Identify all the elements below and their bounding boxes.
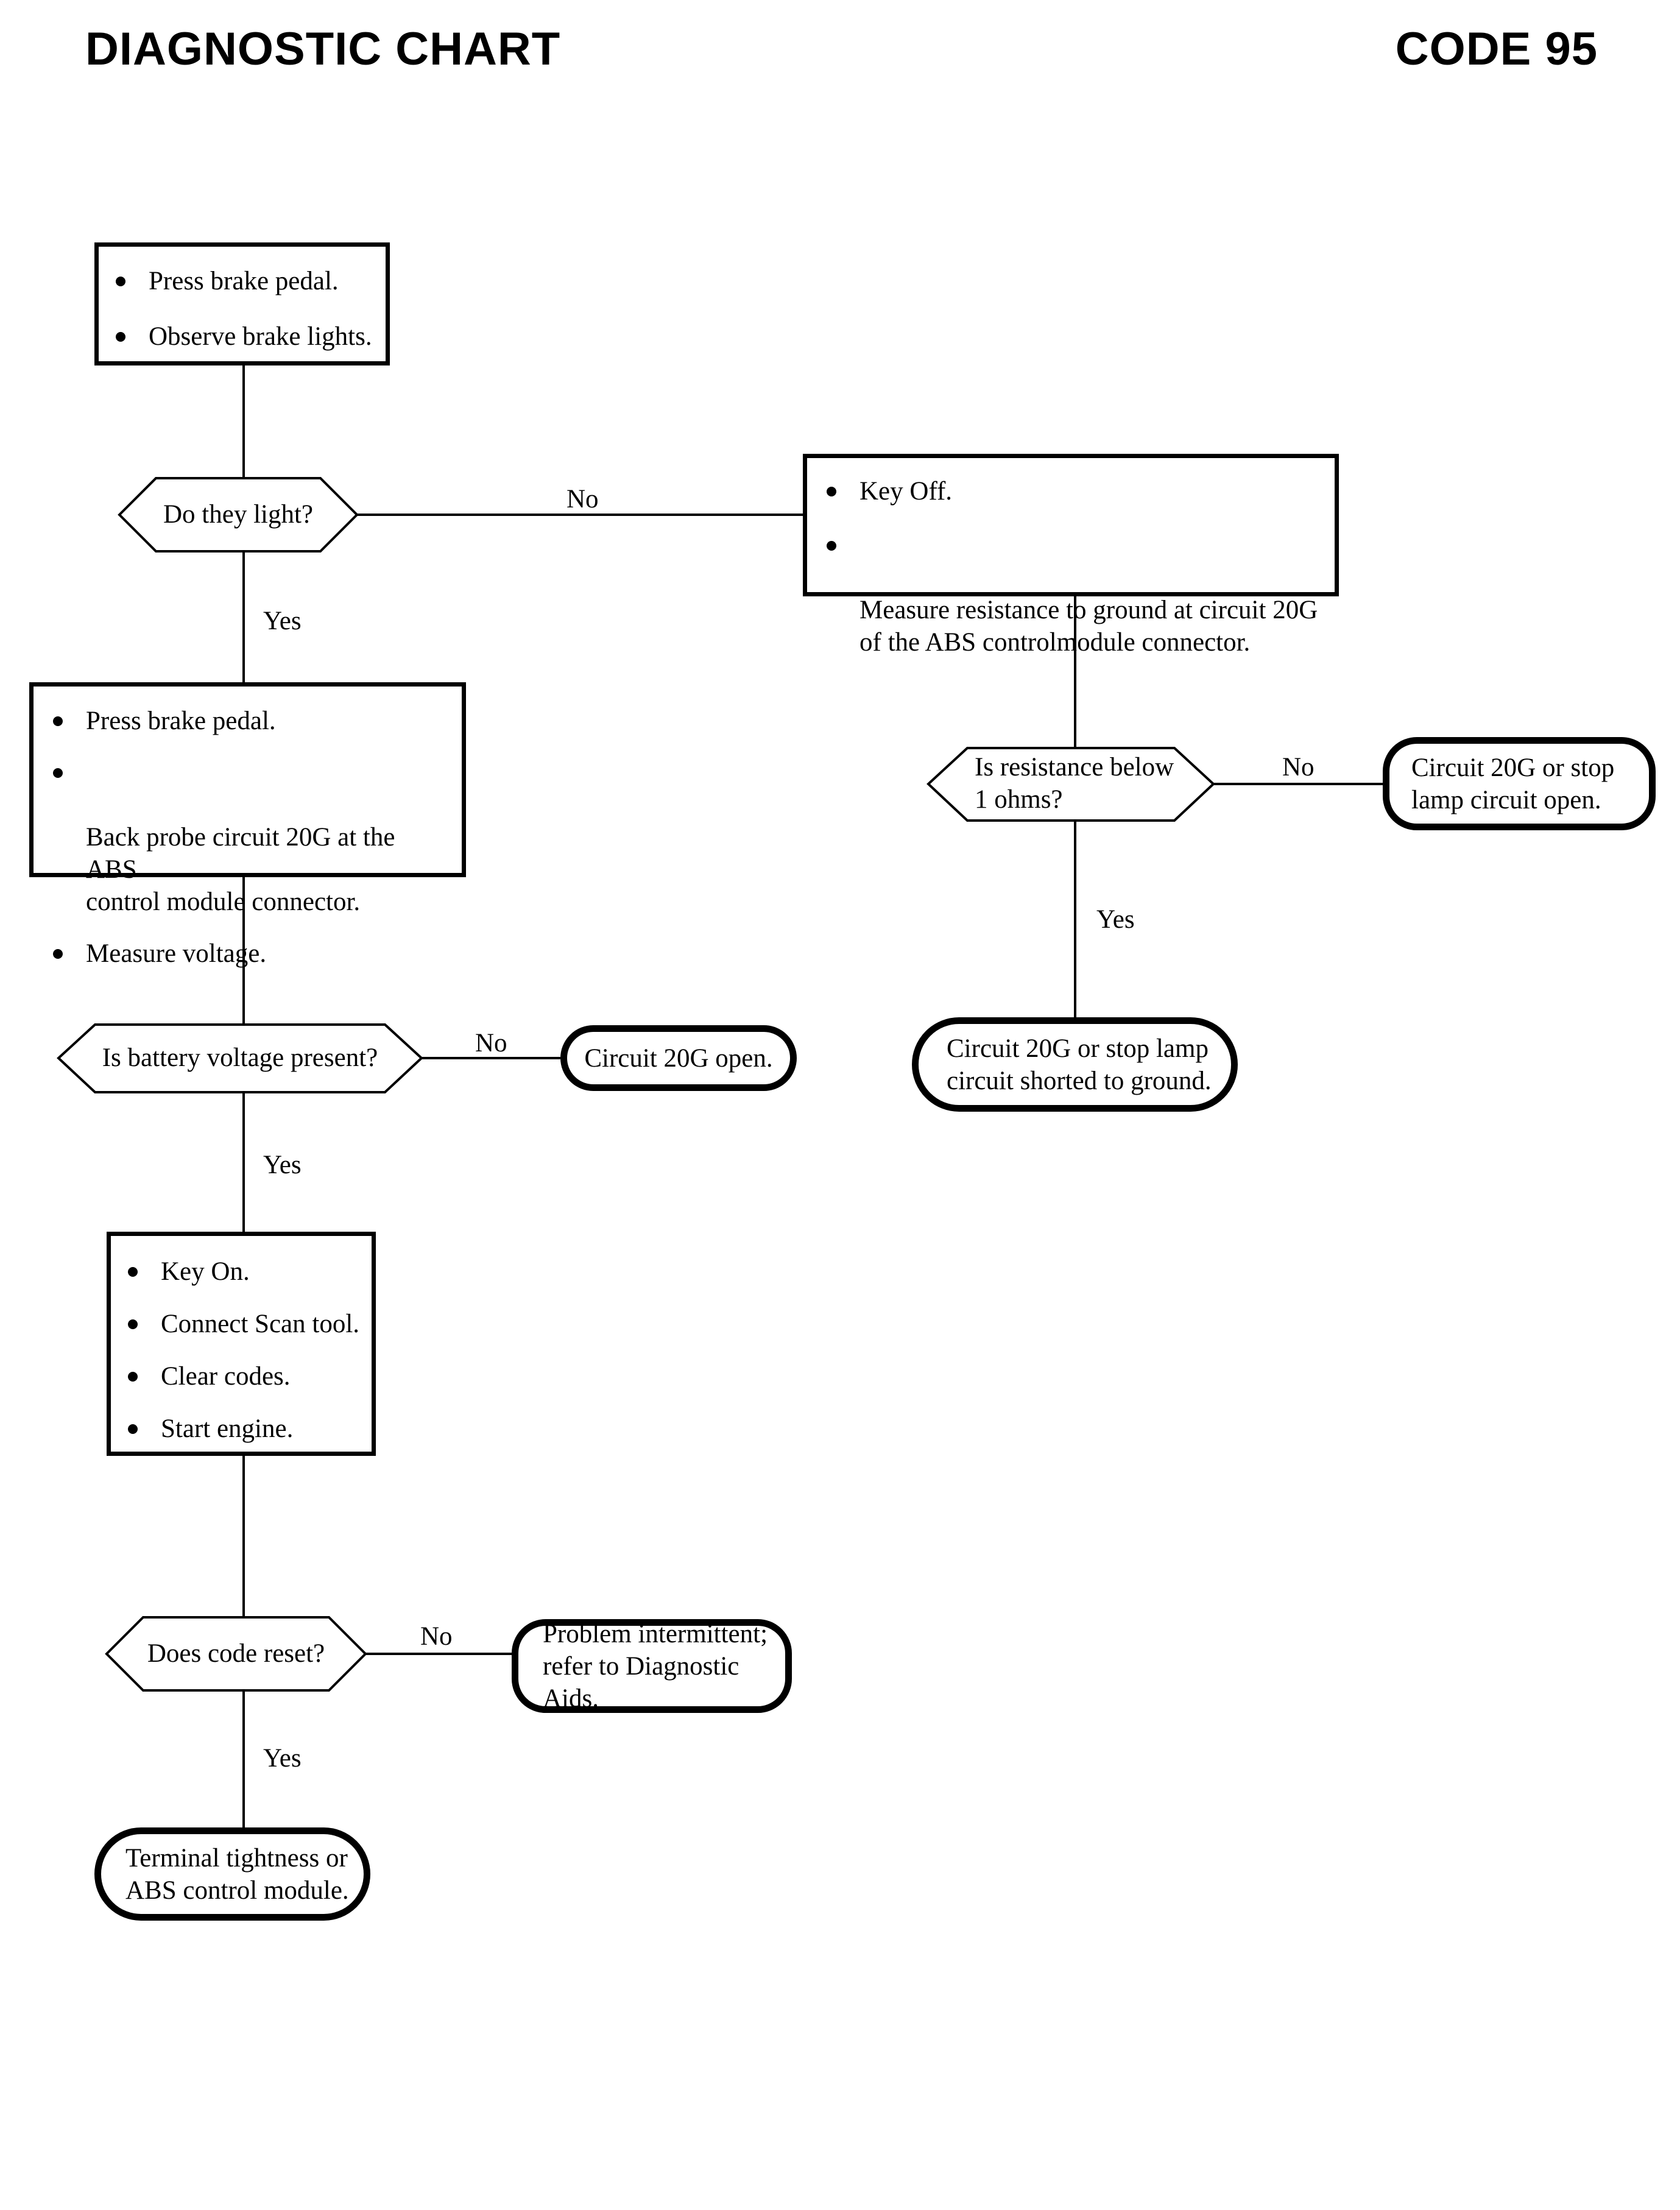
list-item: Start engine. bbox=[117, 1413, 361, 1445]
bullet-icon bbox=[128, 1267, 138, 1277]
process-box-key-on: Key On. Connect Scan tool. Clear codes. … bbox=[107, 1232, 376, 1456]
list-item: Observe brake lights. bbox=[105, 320, 373, 353]
code-label: CODE 95 bbox=[1395, 23, 1598, 75]
process-box-key-off: Key Off. Measure resistance to ground at… bbox=[803, 454, 1339, 657]
branch-label-no-code-reset: No bbox=[420, 1622, 453, 1651]
terminal-text: Circuit 20G or stop lamp circuit shorted… bbox=[947, 1034, 1212, 1095]
list-item: Measure resistance to ground at circuit … bbox=[816, 529, 1321, 658]
branch-label-yes-code-reset: Yes bbox=[263, 1744, 302, 1773]
branch-label-yes-battery-voltage: Yes bbox=[263, 1151, 302, 1179]
terminal-shorted-to-ground: Circuit 20G or stop lamp circuit shorted… bbox=[912, 1017, 1238, 1112]
bullet-list: Press brake pedal. Observe brake lights. bbox=[105, 265, 373, 353]
list-item: Press brake pedal. bbox=[42, 705, 450, 737]
bullet-icon bbox=[116, 277, 125, 286]
decision-shape-code-reset bbox=[105, 1616, 367, 1692]
bullet-icon bbox=[116, 332, 125, 342]
list-item-text: Connect Scan tool. bbox=[161, 1310, 360, 1338]
list-item: Measure voltage. bbox=[42, 937, 450, 970]
bullet-icon bbox=[128, 1424, 138, 1434]
list-item-text: Back probe circuit 20G at the ABS contro… bbox=[86, 823, 395, 916]
terminal-text: Circuit 20G open. bbox=[584, 1043, 773, 1073]
decision-label-do-they-light: Do they light? bbox=[163, 500, 313, 529]
page-header: DIAGNOSTIC CHART CODE 95 bbox=[0, 23, 1680, 96]
terminal-problem-intermittent: Problem intermittent; refer to Diagnosti… bbox=[512, 1619, 792, 1713]
list-item-text: Press brake pedal. bbox=[86, 707, 276, 735]
terminal-text: Circuit 20G or stop lamp circuit open. bbox=[1411, 753, 1615, 814]
process-box-press-observe: Press brake pedal. Observe brake lights. bbox=[94, 242, 390, 365]
branch-label-no-resistance: No bbox=[1282, 753, 1315, 782]
bullet-icon bbox=[827, 487, 836, 496]
bullet-list: Key On. Connect Scan tool. Clear codes. … bbox=[117, 1255, 361, 1445]
terminal-circuit-20g-lamp-open: Circuit 20G or stop lamp circuit open. bbox=[1383, 737, 1656, 830]
bullet-list: Key Off. Measure resistance to ground at… bbox=[816, 475, 1321, 658]
list-item-text: Key Off. bbox=[859, 477, 953, 506]
decision-shape-resistance bbox=[926, 747, 1215, 822]
bullet-icon bbox=[53, 949, 63, 959]
list-item: Press brake pedal. bbox=[105, 265, 373, 297]
terminal-circuit-20g-open: Circuit 20G open. bbox=[560, 1025, 797, 1091]
list-item-text: Measure voltage. bbox=[86, 939, 267, 968]
decision-label-battery-voltage: Is battery voltage present? bbox=[102, 1043, 378, 1072]
bullet-icon bbox=[128, 1372, 138, 1382]
branch-label-no-battery-voltage: No bbox=[475, 1029, 507, 1057]
decision-label-code-reset: Does code reset? bbox=[147, 1639, 325, 1668]
terminal-text: Problem intermittent; refer to Diagnosti… bbox=[543, 1619, 768, 1713]
list-item-text: Clear codes. bbox=[161, 1362, 291, 1391]
terminal-tightness-or-module: Terminal tightness or ABS control module… bbox=[94, 1827, 370, 1921]
terminal-text: Terminal tightness or ABS control module… bbox=[125, 1843, 349, 1905]
branch-label-yes-do-they-light: Yes bbox=[263, 607, 302, 635]
list-item-text: Measure resistance to ground at circuit … bbox=[859, 596, 1318, 657]
list-item: Connect Scan tool. bbox=[117, 1308, 361, 1340]
list-item: Key On. bbox=[117, 1255, 361, 1288]
bullet-list: Press brake pedal. Back probe circuit 20… bbox=[42, 705, 450, 970]
decision-shape-do-they-light bbox=[118, 477, 359, 552]
list-item-text: Observe brake lights. bbox=[149, 322, 372, 351]
list-item: Back probe circuit 20G at the ABS contro… bbox=[42, 757, 450, 918]
bullet-icon bbox=[128, 1319, 138, 1329]
branch-label-no-do-they-light: No bbox=[566, 485, 599, 514]
list-item-text: Press brake pedal. bbox=[149, 267, 339, 295]
decision-label-resistance: Is resistance below 1 ohms? bbox=[975, 753, 1174, 814]
list-item: Key Off. bbox=[816, 475, 1321, 507]
bullet-icon bbox=[53, 716, 63, 726]
decision-shape-battery-voltage bbox=[57, 1023, 423, 1093]
list-item: Clear codes. bbox=[117, 1360, 361, 1393]
bullet-icon bbox=[53, 768, 63, 778]
branch-label-yes-resistance: Yes bbox=[1096, 905, 1135, 934]
bullet-icon bbox=[827, 541, 836, 551]
list-item-text: Key On. bbox=[161, 1257, 250, 1286]
list-item-text: Start engine. bbox=[161, 1414, 294, 1443]
process-box-back-probe: Press brake pedal. Back probe circuit 20… bbox=[29, 682, 466, 968]
page-title: DIAGNOSTIC CHART bbox=[85, 23, 561, 75]
